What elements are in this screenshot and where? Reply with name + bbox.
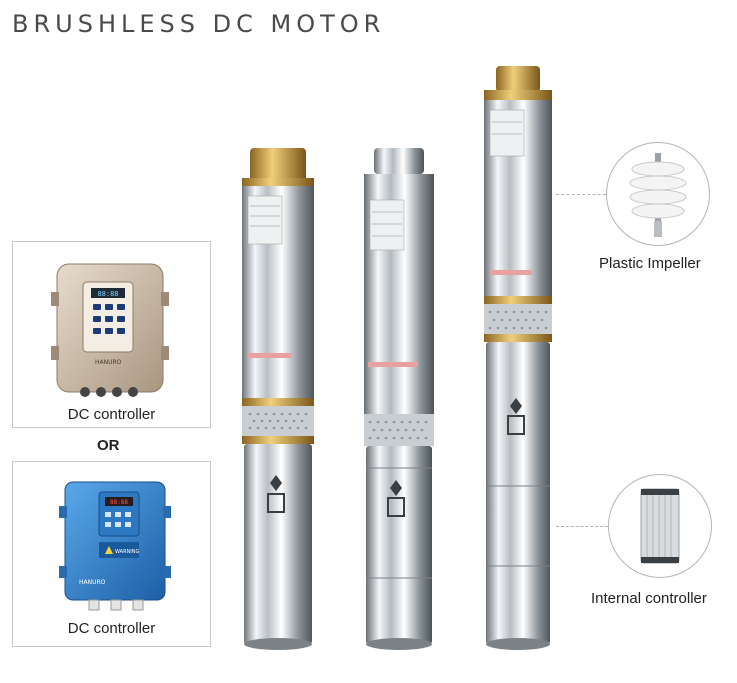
pump-brass-short <box>236 148 320 653</box>
page-title: BRUSHLESS DC MOTOR <box>12 10 386 38</box>
gold-screen-text: 88:88 <box>97 290 118 298</box>
impeller-circle <box>606 142 710 246</box>
blue-controller-brand: HANURO <box>79 579 106 586</box>
controller-leader-line <box>556 526 608 527</box>
impeller-image <box>629 153 687 237</box>
gold-controller-image: 88:88 HANURO <box>51 263 169 397</box>
blue-screen-text: 88:88 <box>110 499 128 506</box>
blue-controller-panel: 88:88 WARNING HANURO DC controller <box>12 461 211 647</box>
gold-controller-brand: HANURO <box>95 359 122 366</box>
gold-controller-panel: 88:88 HANURO DC controller <box>12 241 211 428</box>
or-separator: OR <box>97 437 120 454</box>
internal-controller-circle <box>608 474 712 578</box>
blue-controller-caption: DC controller <box>67 620 156 637</box>
gold-controller-caption: DC controller <box>67 406 156 423</box>
internal-controller-image <box>640 488 680 564</box>
blue-warning-text: WARNING <box>115 549 140 555</box>
blue-controller-image: 88:88 WARNING HANURO <box>59 481 171 611</box>
internal-controller-label: Internal controller <box>591 590 707 607</box>
pump-brass-tall <box>478 66 558 653</box>
impeller-leader-line <box>556 194 606 195</box>
impeller-label: Plastic Impeller <box>599 255 701 272</box>
pump-steel-top <box>358 148 440 653</box>
